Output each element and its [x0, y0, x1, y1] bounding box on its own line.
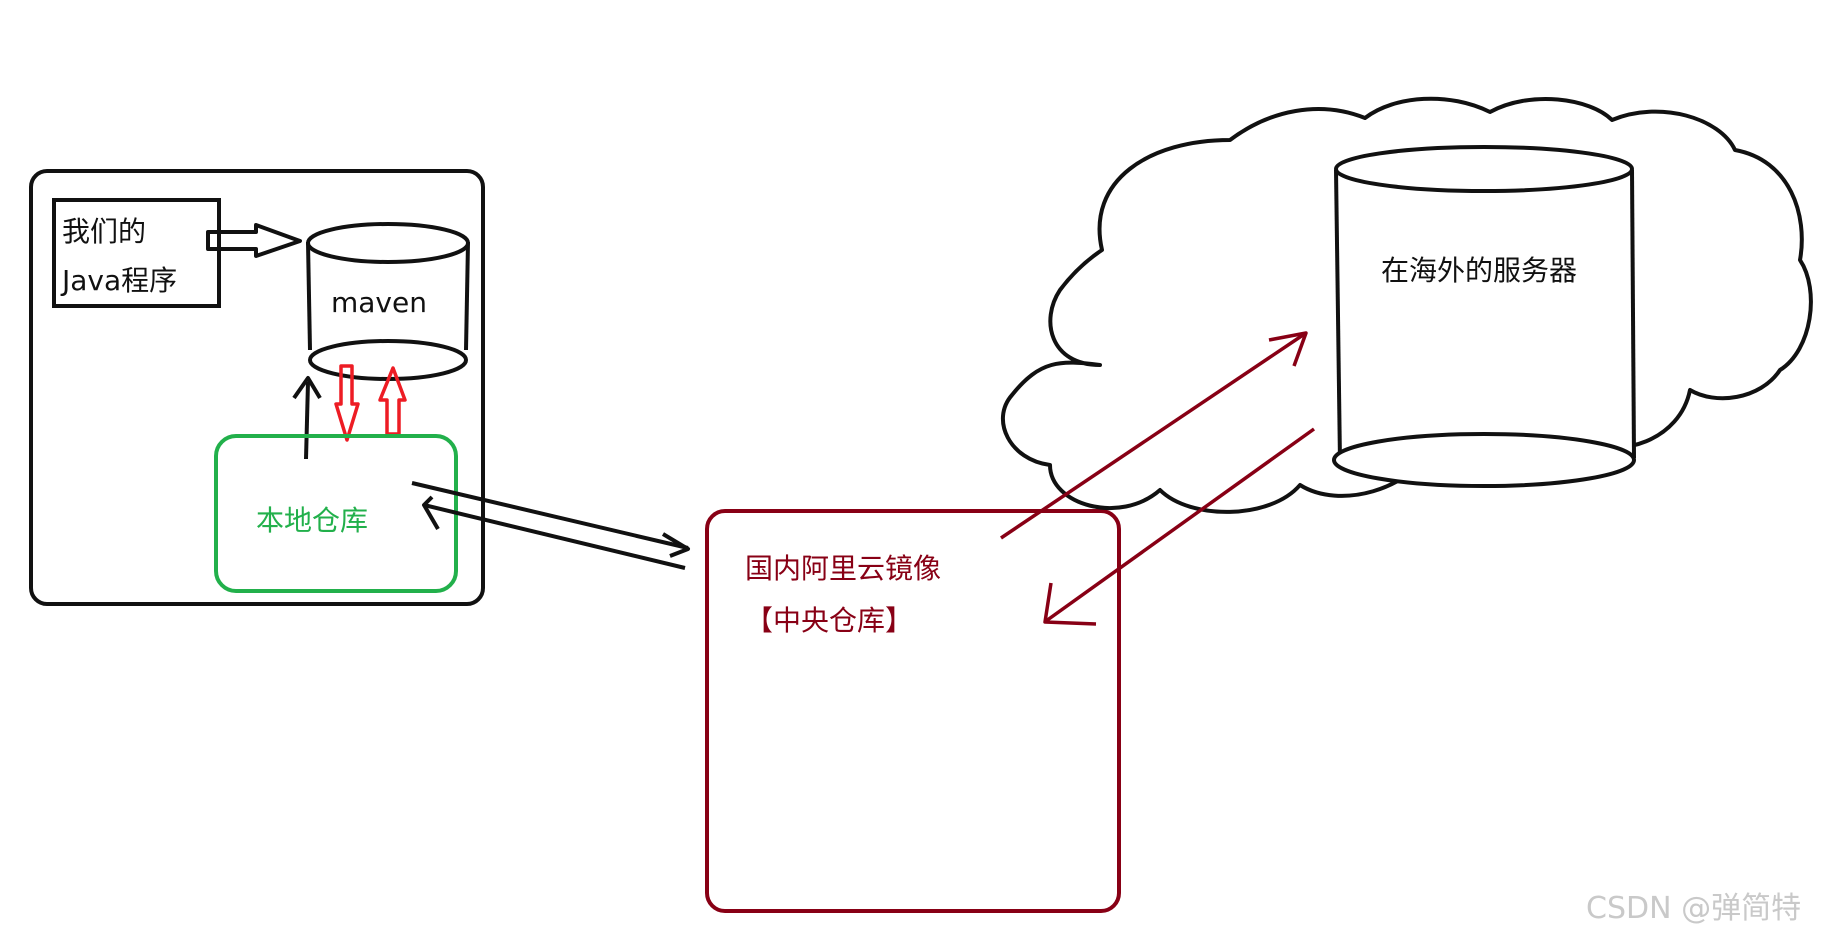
local-machine-frame: [29, 169, 485, 606]
server-cylinder: [1332, 145, 1636, 488]
java-program-label-line1: 我们的: [62, 215, 146, 248]
server-label: 在海外的服务器: [1381, 254, 1577, 287]
mirror-label-line2: 【中央仓库】: [745, 604, 913, 637]
local-to-maven-black-arrow: [292, 376, 322, 460]
java-program-label-line2: Java程序: [60, 264, 177, 297]
local-repo-label: 本地仓库: [256, 504, 368, 537]
red-up-arrow: [378, 366, 407, 436]
java-program-box: [52, 198, 221, 308]
local-to-mirror-arrow: [411, 481, 690, 558]
red-down-arrow: [334, 364, 360, 442]
watermark-text: CSDN @弹简特: [1586, 891, 1801, 926]
mirror-label-line1: 国内阿里云镜像: [745, 552, 941, 585]
cloud-shape: [1000, 96, 1813, 514]
maven-label: maven: [331, 286, 427, 319]
mirror-to-server-arrow: [1000, 331, 1308, 540]
server-to-mirror-arrow: [1043, 427, 1316, 626]
mirror-box: [705, 509, 1121, 913]
mirror-to-local-arrow: [422, 495, 686, 570]
program-to-maven-arrow: [206, 223, 302, 258]
